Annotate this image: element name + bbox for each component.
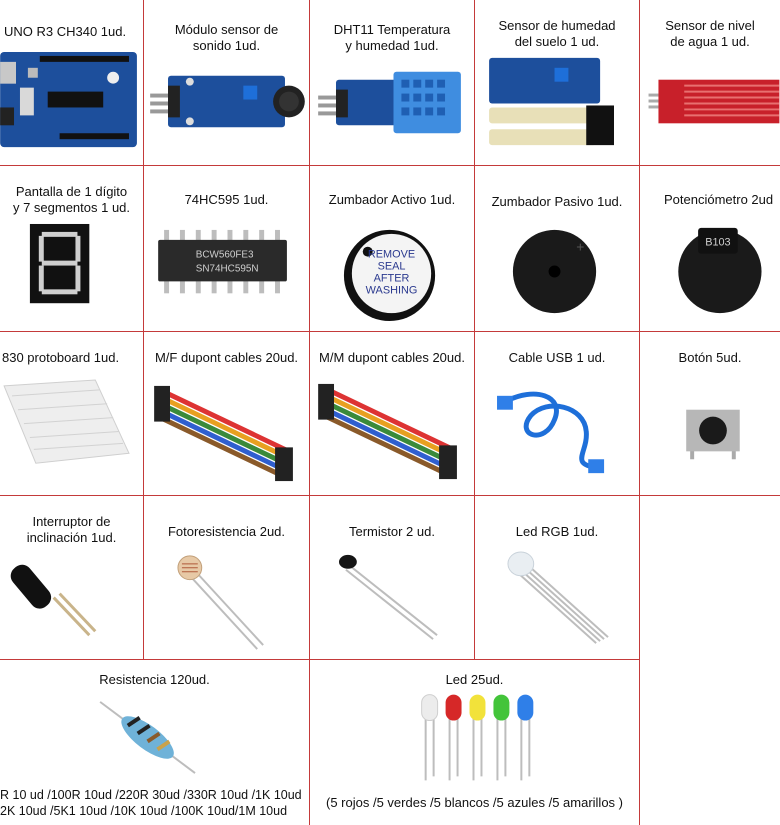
- sound-sensor-image: [144, 46, 309, 159]
- buzzer-text-4: WASHING: [366, 284, 418, 296]
- resistor-image: [0, 692, 309, 779]
- chip-text-line1: BCW560FE3: [196, 250, 254, 261]
- item-label: M/F dupont cables 20ud.: [154, 350, 299, 365]
- item-label: Resistencia 120ud.: [99, 672, 210, 687]
- pot-text: B103: [705, 237, 730, 249]
- cell-mm-dupont: M/M dupont cables 20ud.: [310, 332, 475, 496]
- cell-74hc595: 74HC595 1ud. BCW560FE3 SN74HC595N: [144, 166, 310, 332]
- cell-dht11: DHT11 Temperatura y humedad 1ud.: [310, 0, 475, 166]
- photoresistor-image: [144, 546, 309, 653]
- cell-active-buzzer: Zumbador Activo 1ud. REMOVE SEAL AFTER W…: [310, 166, 475, 332]
- cell-photoresistor: Fotoresistencia 2ud.: [144, 496, 310, 660]
- buzzer-text-1: REMOVE: [368, 249, 415, 261]
- item-label: Zumbador Activo 1ud.: [328, 192, 456, 207]
- item-label: Módulo sensor de sonido 1ud.: [174, 22, 279, 53]
- item-label: Termistor 2 ud.: [349, 524, 435, 539]
- cell-protoboard: 830 protoboard 1ud.: [0, 332, 144, 496]
- uno-board-image: [0, 48, 143, 159]
- item-label: Pantalla de 1 dígito y 7 segmentos 1 ud.: [12, 184, 131, 215]
- active-buzzer-image: REMOVE SEAL AFTER WASHING: [310, 214, 474, 325]
- item-label: DHT11 Temperatura y humedad 1ud.: [333, 22, 451, 53]
- item-label: UNO R3 CH340 1ud.: [4, 24, 127, 39]
- seven-segment-image: [0, 222, 143, 325]
- cell-water-sensor: Sensor de nivel de agua 1 ud.: [640, 0, 780, 166]
- usb-cable-image: [475, 376, 639, 489]
- chip-text-line2: SN74HC595N: [196, 264, 259, 275]
- led-colors-note: (5 rojos /5 verdes /5 blancos /5 azules …: [326, 795, 623, 810]
- item-label: Interruptor de inclinación 1ud.: [26, 514, 117, 545]
- item-label: Led RGB 1ud.: [515, 524, 599, 539]
- chip-image: BCW560FE3 SN74HC595N: [144, 222, 309, 325]
- led-set-image: [310, 688, 639, 785]
- item-label: Botón 5ud.: [678, 350, 742, 365]
- cell-button: Botón 5ud.: [640, 332, 780, 496]
- resistor-values-note: R 10 ud /100R 10ud /220R 30ud /330R 10ud…: [0, 788, 302, 818]
- svg-text:+: +: [576, 239, 584, 255]
- item-label: Sensor de humedad del suelo 1 ud.: [498, 18, 616, 49]
- item-label: Zumbador Pasivo 1ud.: [491, 194, 623, 209]
- item-label: M/M dupont cables 20ud.: [319, 350, 465, 365]
- button-image: [640, 376, 780, 489]
- item-label: Fotoresistencia 2ud.: [167, 524, 286, 539]
- soil-sensor-image: [475, 46, 639, 159]
- cell-sound-sensor: Módulo sensor de sonido 1ud.: [144, 0, 310, 166]
- cell-led: Led 25ud. (5 rojos /5 verdes /5 blancos …: [310, 660, 640, 825]
- item-label: Cable USB 1 ud.: [508, 350, 606, 365]
- cell-usb-cable: Cable USB 1 ud.: [475, 332, 640, 496]
- cell-thermistor: Termistor 2 ud.: [310, 496, 475, 660]
- cell-empty: [640, 496, 780, 825]
- cell-mf-dupont: M/F dupont cables 20ud.: [144, 332, 310, 496]
- item-label: Led 25ud.: [445, 672, 504, 687]
- protoboard-image: [0, 376, 143, 489]
- tilt-switch-image: [0, 552, 143, 653]
- rgb-led-image: [475, 546, 639, 653]
- buzzer-text-3: AFTER: [374, 272, 410, 284]
- cell-potentiometer: Potenciómetro 2ud B103: [640, 166, 780, 332]
- cell-rgb-led: Led RGB 1ud.: [475, 496, 640, 660]
- mf-dupont-image: [144, 376, 309, 489]
- item-label: Sensor de nivel de agua 1 ud.: [665, 18, 755, 49]
- cell-passive-buzzer: Zumbador Pasivo 1ud. +: [475, 166, 640, 332]
- cell-tilt-switch: Interruptor de inclinación 1ud.: [0, 496, 144, 660]
- item-label: Potenciómetro 2ud: [664, 192, 774, 207]
- potentiometer-image: B103: [640, 218, 780, 325]
- passive-buzzer-image: +: [475, 218, 639, 325]
- cell-7-segment: Pantalla de 1 dígito y 7 segmentos 1 ud.: [0, 166, 144, 332]
- item-label: 74HC595 1ud.: [184, 192, 269, 207]
- item-label: 830 protoboard 1ud.: [2, 350, 120, 365]
- mm-dupont-image: [310, 376, 474, 489]
- cell-uno-r3: UNO R3 CH340 1ud.: [0, 0, 144, 166]
- buzzer-text-2: SEAL: [378, 261, 406, 273]
- dht11-image: [310, 46, 474, 159]
- cell-soil-sensor: Sensor de humedad del suelo 1 ud.: [475, 0, 640, 166]
- cell-resistor: Resistencia 120ud. R 10 ud /100R 10ud /2…: [0, 660, 310, 825]
- water-sensor-image: [640, 46, 780, 159]
- thermistor-image: [310, 546, 474, 653]
